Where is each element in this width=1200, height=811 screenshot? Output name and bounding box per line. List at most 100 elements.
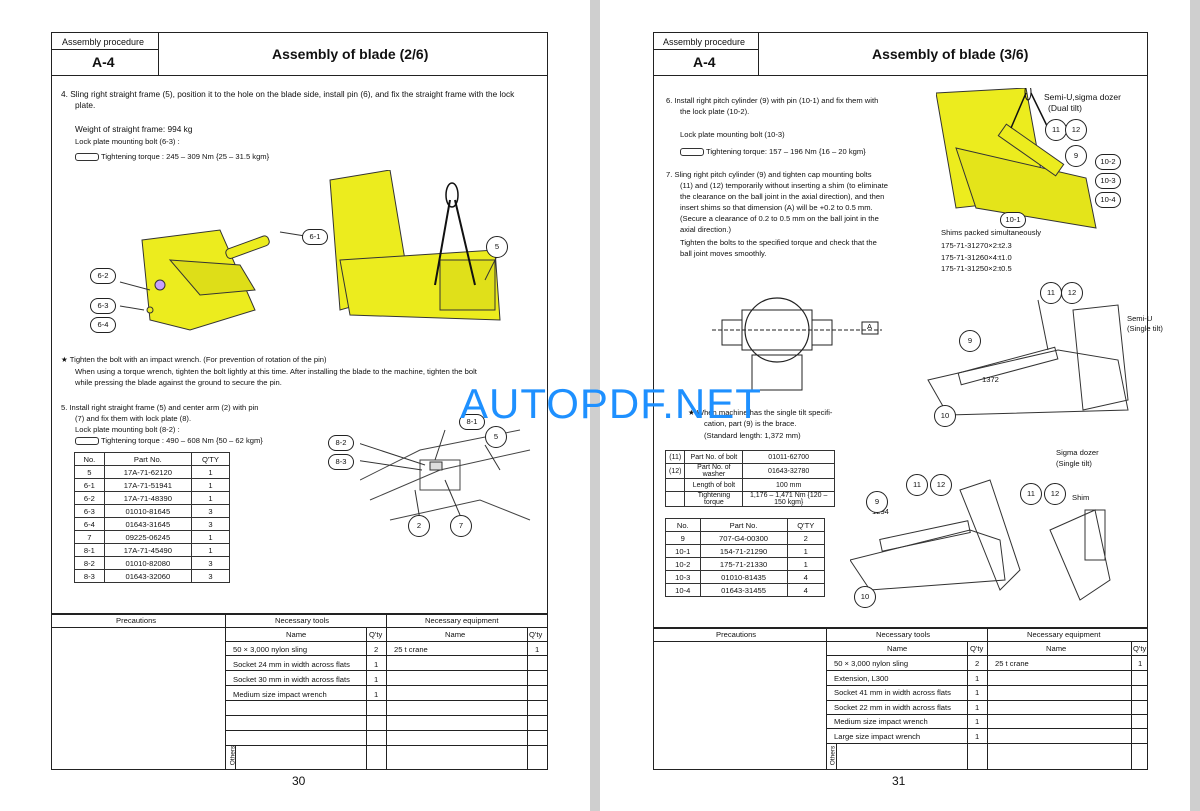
table-cell: 3 [190,569,231,583]
callout-12: 12 [930,474,952,496]
callout-10-1: 10-1 [1000,212,1026,228]
table-cell: 10-1 [665,544,701,558]
tool-qty: 1 [374,690,379,699]
callout-12b: 12 [1044,483,1066,505]
page-number: 30 [292,774,306,788]
tool-name: Socket 41 mm in width across flats [834,688,951,698]
callout-6-2: 6-2 [90,268,116,284]
callout-8-1: 8-1 [459,414,485,430]
tool-qty: 1 [975,673,980,683]
equipment-header: Necessary equipment [425,616,499,625]
callout-12: 12 [1061,282,1083,304]
tool-qty: 2 [975,659,980,668]
shim-label: Shim [1072,493,1090,502]
callout-10-4: 10-4 [1095,192,1121,208]
table-cell: Part No. of bolt [684,450,744,464]
table-cell: 01011-62700 [742,450,835,464]
equip-name: 25 t crane [394,645,428,654]
table-cell: 7 [74,530,105,544]
note-line1: ★ Tighten the bolt with an impact wrench… [61,355,327,364]
tool-qty: 1 [374,675,379,684]
torque-wrench-icon [75,153,99,161]
table-cell: 01010-81435 [699,570,788,584]
tool-name: Extension, L300 [834,673,889,683]
tool-qty: 1 [374,660,379,669]
procedure-label: Assembly procedure [62,37,145,47]
callout-5b: 5 [485,426,507,448]
tool-name: Socket 30 mm in width across flats [233,675,350,684]
table-cell: 17A-71-51941 [103,478,192,492]
figure-center-arm [360,429,531,521]
figure-straight-frame [119,170,501,331]
table-cell: 01643-32060 [103,569,192,583]
content-box [653,74,1148,629]
table-cell: 10-4 [665,583,701,597]
tool-qty: 1 [975,688,980,698]
figure-semi-u [927,299,1129,416]
callout-8-3: 8-3 [328,454,354,470]
callout-11b: 11 [1020,483,1042,505]
footer-box [653,627,1148,770]
tool-qty: 2 [374,645,379,654]
table-cell: 1,176 – 1,471 Nm {120 – 150 kgm} [742,491,835,507]
table-cell: (12) [664,463,686,479]
table-cell: Tightening torque [684,491,744,507]
dim-a-label: A [867,322,873,331]
table-cell [664,478,686,492]
table-cell: 3 [190,517,231,531]
table-cell: 1 [786,557,826,571]
table-cell: 1 [786,544,826,558]
callout-7: 7 [450,515,472,537]
right-page: Assembly procedure A-4 Assembly of blade… [600,0,1190,811]
table-cell: 01643-31455 [699,583,788,597]
equip-qty: 1 [535,645,540,654]
callout-11: 11 [906,474,928,496]
callout-11: 11 [1045,119,1067,141]
callout-9: 9 [866,491,888,513]
table-cell: 17A-71-62120 [103,465,192,479]
header-box [51,32,548,76]
tool-name: 50 × 3,000 nylon sling [834,659,909,668]
header-box [653,32,1148,76]
equip-name: 25 t crane [995,659,1029,668]
table-cell: 3 [190,556,231,570]
table-cell: 01010-81645 [103,504,192,518]
precautions-header: Precautions [116,616,157,625]
table-cell: 9 [665,531,701,545]
callout-6-1: 6-1 [302,229,328,245]
table-cell: 01643-32780 [742,463,835,479]
table-cell: 1 [190,465,231,479]
table-cell: 5 [74,465,105,479]
table-cell: 8-1 [74,543,105,557]
tool-qty: 1 [975,702,980,712]
table-cell: 1 [190,543,231,557]
procedure-code: A-4 [693,54,716,70]
table-cell: 100 mm [742,478,835,492]
callout-10-2: 10-2 [1095,154,1121,170]
table-cell: 1 [190,530,231,544]
callout-6-3: 6-3 [90,298,116,314]
tool-name: Large size impact wrench [834,732,921,741]
page-number: 31 [892,774,906,788]
table-cell: 4 [786,583,826,597]
table-cell: 8-3 [74,569,105,583]
equipment-header: Necessary equipment [1027,630,1101,639]
table-cell: 8-2 [74,556,105,570]
callout-2: 2 [408,515,430,537]
table-cell: 6-3 [74,504,105,518]
table-cell: 175-71-21330 [699,557,788,571]
table-cell: 10-3 [665,570,701,584]
table-cell: 6-4 [74,517,105,531]
